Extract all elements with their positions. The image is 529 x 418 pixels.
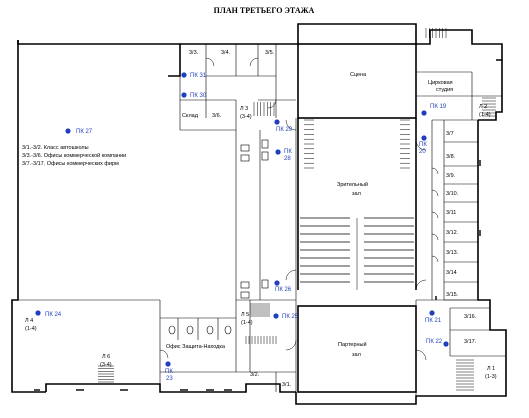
hydrant-pk30-label: ПК 30 [190,93,207,99]
circus-studio-label-1: Цирковая [428,80,453,86]
stair-l4-label-2: (1-4) [25,326,37,332]
hydrant-pk19-icon [421,110,427,116]
room-3-14-label: 3/14 [446,270,457,276]
hydrant-pk26-label: ПК 26 [275,287,292,293]
parterre-hall-label-1: Партерный [338,341,367,348]
hydrant-pk21-icon [429,310,435,316]
stairs-hatching [98,28,496,391]
hydrant-pk25-icon [273,313,279,319]
hydrant-pk23-icon [165,361,171,367]
auditorium-label-2: зал [352,191,361,197]
room-3-3-label: 3/3. [189,50,199,56]
hydrant-pk31-icon [181,72,187,78]
stair-l1-label-1: Л 1 [487,366,495,372]
parterre-hall-label-2: зал [352,352,361,358]
legend-item-2: 3/3.-3/6. Офисы коммерческой компании [22,152,126,159]
room-3-2-label: 3/2. [250,372,260,378]
legend-item-1: 3/1.-3/2. Класс автошколы [22,145,89,151]
stage-label: Сцена [350,72,367,78]
hydrant-pk23-label-1: ПК [165,369,173,375]
room-labels: 3/3. 3/4. 3/5. 3/6. Склад Сцена Цирковая… [166,50,477,388]
stair-l6-label-2: (3-4) [100,362,112,368]
hydrant-pk26-icon [274,280,280,286]
stair-l3-label-2: (3-4) [240,114,252,120]
stair-l5-label-2: (1-4) [241,320,253,326]
room-3-13-label: 3/13. [446,250,459,256]
seating-rows [300,217,414,290]
sanitary-fixtures [168,139,269,335]
auditorium-label-1: Зрительный [337,181,368,188]
legend: 3/1.-3/2. Класс автошколы 3/3.-3/6. Офис… [22,145,126,167]
room-3-12-label: 3/12. [446,230,459,236]
room-3-10-label: 3/10. [446,191,459,197]
hydrant-pk27-label: ПК 27 [76,129,93,135]
hydrant-pk29-icon [274,119,280,125]
hydrant-pk30-icon [181,92,187,98]
stair-l6-label-1: Л 6 [102,354,110,360]
stair-l2-label-2: (1-4) [479,112,491,118]
hydrant-pk20-label-2: 20 [419,149,426,155]
hydrant-pk20-icon [421,135,427,141]
room-3-17-label: 3/17. [464,339,477,345]
plan-title: ПЛАН ТРЕТЬЕГО ЭТАЖА [214,6,315,15]
hydrant-pk29-label: ПК 29 [276,127,293,133]
legend-item-3: 3/7.-3/17. Офисы коммерческих фирм [22,161,119,167]
hydrant-pk25-label: ПК 25 [282,314,299,320]
room-3-8-label: 3/8. [446,154,456,160]
hydrant-pk31-label: ПК 31 [190,73,207,79]
hydrant-pk22-label: ПК 22 [426,339,443,345]
fire-hydrants: ПК 31 ПК 30 ПК 27 ПК 29 ПК 28 ПК 19 ПК 2… [35,72,449,382]
room-3-6-label: 3/6. [212,113,222,119]
room-3-15-label: 3/15. [446,292,459,298]
room-3-9-label: 3/9. [446,173,456,179]
room-3-5-label: 3/5. [265,50,275,56]
stair-l5-label-1: Л 5 [241,312,249,318]
hydrant-pk28-label-2: 28 [284,156,291,162]
hydrant-pk24-icon [35,310,41,316]
window-marks [34,160,481,391]
hydrant-pk23-label-2: 23 [166,376,173,382]
hydrant-pk21-label: ПК 21 [425,318,442,324]
room-3-11-label: 3/11 [446,210,456,216]
office-zashchita-label: Офис Защита-Находка [166,344,226,350]
hydrant-pk28-icon [275,149,281,155]
room-3-7-label: 3/7 [446,131,454,137]
room-3-4-label: 3/4. [221,50,231,56]
hydrant-pk19-label: ПК 19 [430,104,447,110]
stair-l4-label-1: Л 4 [25,318,33,324]
hydrant-pk22-icon [443,341,449,347]
stair-l1-label-2: (1-3) [485,374,497,380]
stair-l3-label-1: Л 3 [240,106,248,112]
stair-l2-label-1: Л 2 [479,104,487,110]
door-swings [159,57,439,361]
hydrant-pk28-label-1: ПК [284,149,292,155]
hydrant-pk27-icon [65,128,71,134]
outer-walls [11,23,507,405]
stair-labels: Л 3 (3-4) Л 2 (1-4) Л 4 (1-4) Л 5 (1-4) … [25,104,497,380]
hydrant-pk24-label: ПК 24 [45,312,62,318]
storage-label: Склад [182,113,199,119]
room-3-1-label: 3/1. [282,382,292,388]
circus-studio-label-2: студия [436,87,453,93]
room-3-16-label: 3/16. [464,314,477,320]
hydrant-pk20-label-1: ПК [419,142,427,148]
